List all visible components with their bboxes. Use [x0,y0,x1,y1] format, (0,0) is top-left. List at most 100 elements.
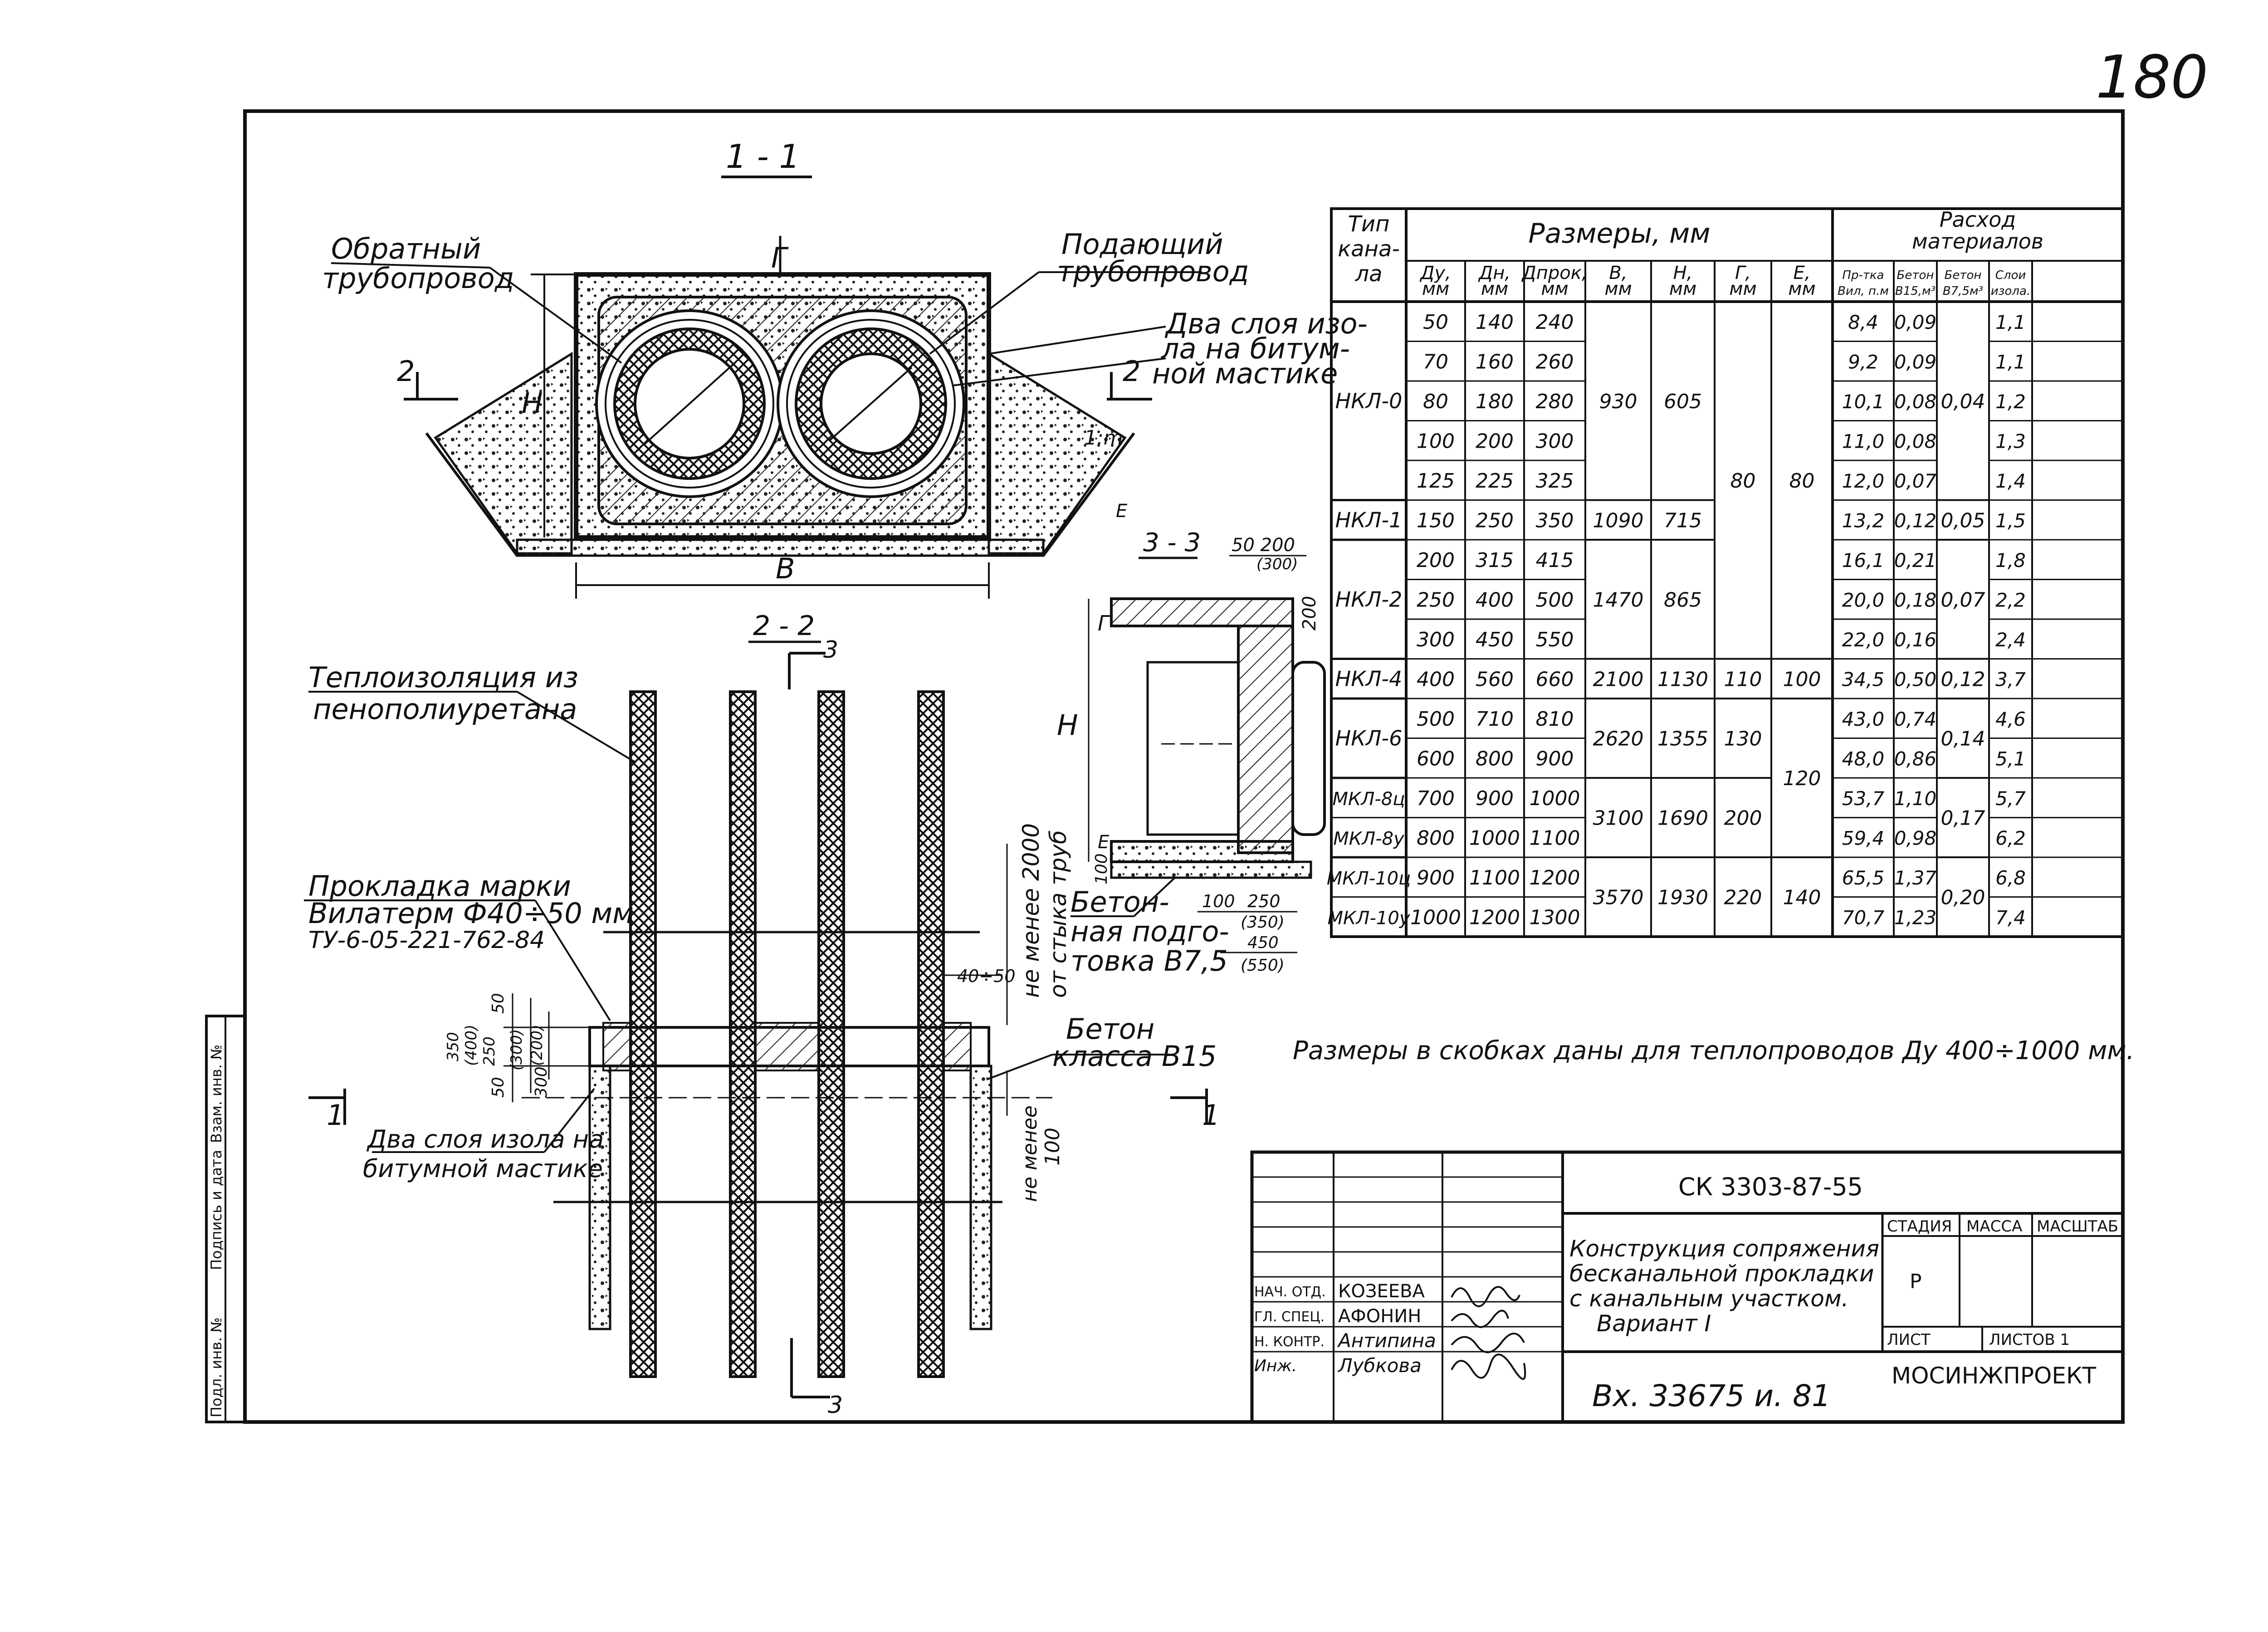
stage-value: Р [1910,1270,1922,1293]
column-header: мм [1604,279,1632,299]
dim-b: В [776,552,795,585]
table-cell-dp: 550 [1536,628,1574,651]
column-header: Вил, п.м [1838,284,1889,298]
table-cell-dp: 810 [1536,708,1574,731]
table-cell-dn: 1200 [1469,906,1520,929]
dim-350: 350 [444,1032,462,1061]
s33-base [1110,860,1312,879]
role-4: Инж. [1254,1357,1297,1375]
s33-dim-50-200: 50 200 [1232,535,1295,556]
table-cell-pr: 34,5 [1842,668,1885,690]
table-cell-pr: 12,0 [1842,470,1885,492]
table-cell-b15: 1,37 [1894,867,1937,889]
table-cell-dp: 1200 [1530,866,1580,889]
signature-2 [1451,1310,1509,1328]
dim-250: 250 [480,1036,499,1066]
table-cell-pr: 8,4 [1848,311,1878,333]
sheet-number: 180 [2096,43,2208,112]
side-strip-labels: Подл. инв. № Подпись и дата Взам. инв. № [208,1045,225,1417]
s33-dim-250: 250 [1247,891,1281,911]
table-cell-type: МКЛ-8ц [1332,789,1405,810]
table-cell-pr: 70,7 [1842,906,1885,928]
gasket-right [943,1022,972,1071]
table-cell-dn: 1000 [1469,826,1520,850]
table-cell-dp: 240 [1536,311,1574,334]
column-header: мм [1788,279,1815,299]
table-cell-iz: 6,2 [1995,827,2026,849]
table-cell-dn: 1100 [1469,866,1520,889]
s33-dim-200-side: 200 [1299,596,1320,630]
table-cell-b15: 1,23 [1894,906,1937,928]
header-type: кана- [1338,236,1400,262]
dim-300-c: 300 [532,1066,551,1098]
signature-3 [1451,1333,1525,1353]
stage-header: СТАДИЯ [1887,1217,1952,1236]
table-cell-b: 930 [1599,390,1637,413]
column-header: Е, [1794,263,1811,283]
table-cell-dn: 160 [1476,350,1514,373]
table-cell-dn: 140 [1476,311,1514,334]
table-cell-dn: 225 [1476,469,1514,493]
table-cell-pr: 11,0 [1842,430,1885,452]
table-cell-iz: 5,7 [1995,787,2026,810]
table-cell-e: 140 [1783,886,1821,909]
table-cell-b15: 0,21 [1894,549,1937,572]
dim-300: (300) [508,1029,526,1070]
column-header: Ду, [1419,263,1451,283]
table-cell-du: 125 [1417,469,1455,493]
table-cell-e: 100 [1783,668,1821,691]
table-cell-pr: 43,0 [1842,708,1885,730]
table-cell-b15: 0,98 [1894,827,1937,849]
dim-400: (400) [462,1025,480,1066]
title-block: СК 3303-87-55 Конструкция сопряжения бес… [1250,1150,2125,1424]
table-cell-du: 800 [1417,826,1455,850]
table-cell-dp: 415 [1536,549,1574,572]
title-line-1: Конструкция сопряжения [1569,1236,1879,1262]
section-2-2-title: 2 - 2 [753,610,815,642]
note-brackets: Размеры в скобках даны для теплопроводов… [1293,1036,2134,1065]
table-cell-b15: 0,07 [1894,470,1937,492]
label-two-layers-3: ной мастике [1152,357,1338,390]
plan-wall-left [588,1065,611,1330]
gasket-left [602,1022,631,1071]
section-2-2: 2 - 2 3 1 1 3 [304,610,1220,1419]
table-cell-dp: 280 [1536,390,1574,413]
sheet-header: ЛИСТ [1887,1331,1931,1349]
table-cell-type: НКЛ-4 [1335,666,1403,691]
header-materials: Расход [1940,207,2016,232]
column-header: Слои [1995,269,2026,282]
table-cell-iz: 2,4 [1995,629,2026,651]
organization: МОСИНЖПРОЕКТ [1892,1363,2096,1389]
table-cell-iz: 4,6 [1995,708,2026,730]
table-cell-pr: 20,0 [1842,589,1885,611]
column-header: мм [1729,279,1756,299]
table-cell-b15: 0,50 [1894,668,1937,690]
label-return-pipe-2: трубопровод [322,262,514,295]
table-cell-du: 200 [1417,549,1455,572]
label-concrete-prep-2: ная подго- [1070,915,1229,948]
column-header: Дн, [1478,263,1510,283]
gasket-mid [754,1022,820,1071]
role-2: ГЛ. СПЕЦ. [1254,1309,1325,1325]
label-insulation-2: пенополиуретана [313,693,577,726]
dim-200: (200) [528,1025,546,1066]
cut-1-right: 1 [1202,1099,1220,1132]
table-cell-b15: 0,09 [1894,351,1937,373]
column-header: В7,5м³ [1943,284,1983,298]
table-cell-pr: 22,0 [1842,629,1885,651]
table-cell-b15: 0,74 [1894,708,1937,730]
signature-1 [1451,1286,1520,1307]
table-cell-b: 2100 [1593,668,1644,691]
column-header: мм [1541,279,1568,299]
table-cell-dn: 560 [1476,668,1514,691]
name-2: АФОНИН [1338,1306,1421,1327]
table-cell-type: МКЛ-10ц [1327,868,1411,889]
signature-4 [1451,1353,1526,1380]
table-cell-du: 600 [1417,747,1455,770]
inventory-number: Вх. 33675 и. 81 [1592,1378,1831,1413]
table-cell-du: 1000 [1410,906,1461,929]
table-cell-b: 1090 [1593,509,1644,532]
table-cell-pr: 16,1 [1842,549,1885,572]
table-cell-du: 150 [1417,509,1455,532]
label-concrete-1: Бетон [1066,1012,1154,1046]
